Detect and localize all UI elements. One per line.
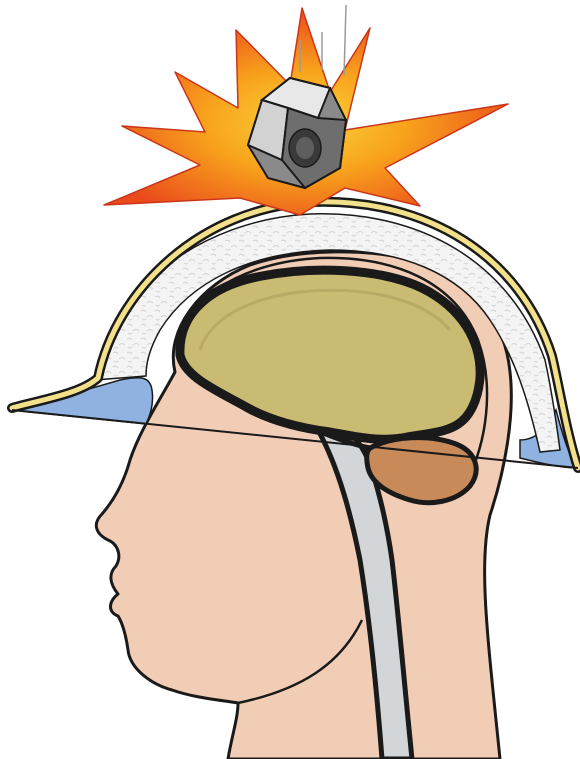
helmet-impact-illustration <box>0 0 580 759</box>
